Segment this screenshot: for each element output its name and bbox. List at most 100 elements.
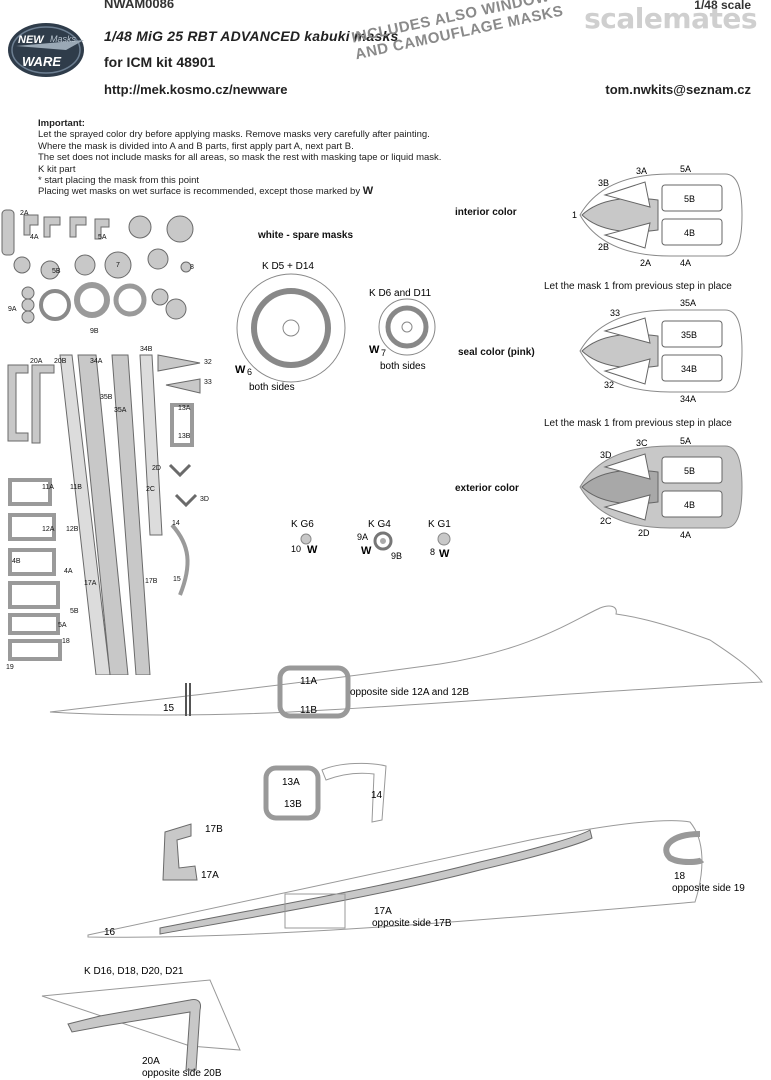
newware-logo: NEW Masks WARE [8, 23, 84, 77]
wheel-mask-ring [251, 288, 331, 368]
canopy-mask-2 [603, 494, 651, 521]
seal-mask-34 [661, 354, 723, 382]
part-label-20a: 20A [142, 1056, 160, 1067]
canopy-mask-4 [661, 218, 723, 246]
sheet-mask [165, 378, 201, 394]
sheet-mask [104, 251, 132, 279]
sheet-mask [128, 215, 152, 239]
kg1-label: K G1 [428, 519, 451, 530]
instructions-heading: Important: [38, 118, 85, 129]
logo-text-ware: WARE [22, 54, 61, 69]
step-note-2: Let the mask 1 from previous step in pla… [544, 418, 732, 429]
sheet-mask-strip [59, 354, 111, 675]
canopy-label: 3B [598, 178, 609, 188]
camouflage-mask-17 [162, 823, 198, 881]
canopy-diagram-exterior: 3D 3C 5A 5B 4B 2C 2D 4A [579, 436, 743, 540]
sheet-mask [69, 216, 87, 238]
product-title: 1/48 MiG 25 RBT ADVANCED kabuki masks [104, 28, 399, 44]
includes-stamp: INCLUDES ALSO WINDOW SEALS AND CAMOUFLAG… [350, 0, 611, 63]
exterior-color-label: exterior color [455, 483, 519, 494]
instruction-line: Where the mask is divided into A and B p… [38, 140, 354, 152]
opposite-side-12-label: opposite side 12A and 12B [350, 687, 469, 698]
instruction-text: Placing wet masks on wet surface is reco… [38, 186, 361, 198]
watermark: scalemates [584, 2, 757, 35]
seal-mask-35 [661, 320, 723, 348]
w6-mark: W [235, 364, 246, 376]
n9a-label: 9A [357, 532, 368, 542]
g1-mask [437, 532, 451, 546]
sheet-mask [74, 282, 110, 318]
sheet-label: 14 [172, 520, 180, 527]
canopy-label: 5B [684, 194, 695, 204]
n8-label: 8 [430, 547, 435, 557]
canopy-label: 34A [680, 394, 696, 404]
sheet-mask [13, 256, 31, 274]
n7-label: 7 [381, 348, 386, 358]
sheet-mask-strip [31, 364, 55, 444]
canopy-mask-1 [581, 469, 659, 505]
mask-sheet: 2A 4A 5A 5B 7 8 9A 9B 6B 20A 20B 34A 34B… [1, 209, 212, 675]
website-link[interactable]: http://mek.kosmo.cz/newware [104, 82, 288, 97]
part-label-13a: 13A [282, 777, 300, 788]
kd16-label: K D16, D18, D20, D21 [84, 966, 184, 977]
sheet-mask [39, 289, 71, 321]
canopy-mask-5 [661, 184, 723, 212]
sheet-label: 35A [114, 407, 127, 414]
canopy-label: 3C [636, 438, 648, 448]
sheet-label: 5A [98, 234, 107, 241]
canopy-label: 3D [600, 450, 612, 460]
part-label-18: 18 [674, 871, 686, 882]
canopy-label: 1 [572, 210, 577, 220]
spare-masks-drawing: K D5 + D14 W 6 both sides K D6 and D11 W… [235, 261, 436, 393]
instruction-line: * start placing the mask from this point [38, 175, 200, 187]
canopy-mask-1 [581, 197, 659, 233]
canopy-label: 2B [598, 242, 609, 252]
sheet-mask [8, 513, 56, 541]
sheet-mask-strip [7, 364, 29, 442]
fuselage-side-view: 11A 11B opposite side 12A and 12B 15 [49, 605, 763, 719]
sheet-label: 12A [42, 526, 55, 533]
sheet-label: 2D [152, 465, 161, 472]
canopy-label: 2D [638, 528, 650, 538]
sheet-mask [168, 463, 198, 508]
sheet-mask [157, 354, 201, 372]
canopy-label: 33 [610, 308, 620, 318]
canopy-mask-1 [581, 333, 659, 369]
part-label-16: 16 [104, 927, 116, 938]
sheet-label: 17B [145, 578, 158, 585]
sheet-mask [94, 218, 110, 240]
part-label-15: 15 [163, 703, 175, 714]
canopy-label: 35A [680, 298, 696, 308]
sheet-label: 7 [116, 262, 120, 269]
canopy-label: 34B [681, 364, 697, 374]
sheet-mask-strip [139, 354, 163, 536]
sheet-mask [8, 478, 52, 506]
seal-color-label: seal color (pink) [458, 347, 535, 358]
sheet-label: 9B [90, 328, 99, 335]
canopy-mask-3 [603, 453, 651, 480]
sheet-label: 34B [140, 346, 153, 353]
canopy-label: 5A [680, 436, 691, 446]
email-link[interactable]: tom.nwkits@seznam.cz [605, 82, 751, 97]
instruction-line: The set does not include masks for all a… [38, 152, 442, 164]
logo-text-masks: Masks [50, 34, 77, 44]
sheet-label: 11B [70, 484, 82, 491]
wheel-mask-medium-hub [401, 321, 413, 333]
canopy-diagram-interior: 1 3B 3A 5A 5B 4B 2B 2A 4A [572, 164, 743, 268]
sheet-mask [23, 214, 39, 236]
sheet-label: 2C [146, 486, 155, 493]
sheet-mask [21, 310, 35, 324]
sheet-mask [8, 613, 60, 635]
sheet-label: 5A [58, 622, 67, 629]
canopy-label: 5A [680, 164, 691, 174]
sheet-label: 19 [6, 664, 14, 671]
spare-masks-label: white - spare masks [258, 230, 354, 241]
sheet-mask [170, 403, 194, 447]
w-mark: W [439, 548, 450, 560]
sheet-mask [180, 261, 192, 273]
canopy-label: 2A [640, 258, 651, 268]
window-mask-13 [263, 765, 321, 821]
fuselage-outline [49, 605, 763, 716]
kg6-label: K G6 [291, 519, 314, 530]
scale-label: 1/48 scale [694, 0, 751, 12]
